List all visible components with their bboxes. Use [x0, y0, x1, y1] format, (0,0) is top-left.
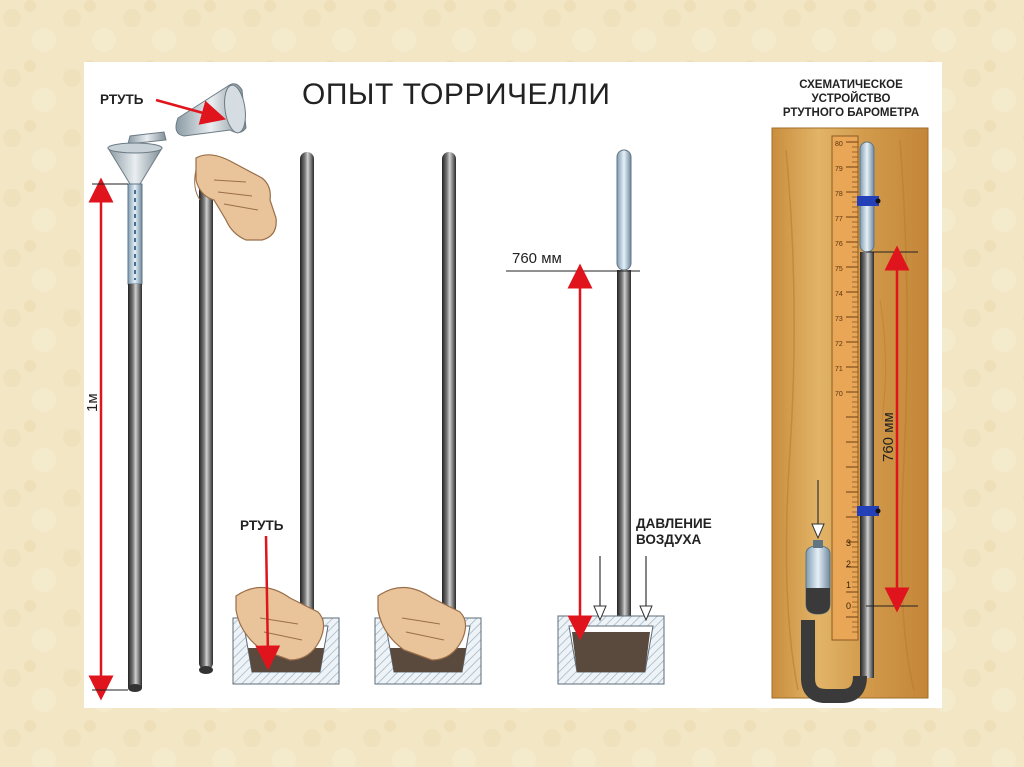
- barometer-height-label: 760 мм: [880, 412, 897, 462]
- air-pressure-line: ВОЗДУХА: [636, 532, 702, 547]
- tube-held: [199, 170, 213, 670]
- clamp-lower: [857, 506, 879, 516]
- scale-label-upper: 70: [835, 391, 843, 398]
- scale-label-upper: 79: [835, 166, 843, 173]
- hand-icon: [377, 586, 467, 661]
- page-title: ОПЫТ ТОРРИЧЕЛЛИ: [302, 78, 611, 111]
- mercury-column: [617, 270, 631, 662]
- air-pressure-label: ДАВЛЕНИЕ ВОЗДУХА: [636, 516, 712, 548]
- mercury-funnel-label: РТУТЬ: [100, 92, 144, 107]
- scale-label-upper: 76: [835, 241, 843, 248]
- scale-label-upper: 75: [835, 266, 843, 273]
- tube-length-label: 1м: [84, 393, 101, 412]
- scale-label-upper: 78: [835, 191, 843, 198]
- scale-label-upper: 73: [835, 316, 843, 323]
- scale-label-upper: 72: [835, 341, 843, 348]
- scale-label-lower: 2: [846, 559, 851, 569]
- barometer-title-line: РТУТНОГО БАРОМЕТРА: [782, 107, 920, 119]
- stage-2-hand-tube: [194, 154, 277, 674]
- stage-1-funnel-tube: [88, 83, 247, 701]
- stage-3-bowl-hand: [232, 152, 340, 685]
- air-pressure-arrows: [593, 556, 653, 622]
- stage-5-column: [506, 149, 665, 685]
- barometer-title-line: УСТРОЙСТВО: [811, 93, 891, 105]
- mercury-barometer: 80 79 78 77 76 75 74 73 72 71 70 3 2 1 0: [771, 127, 929, 703]
- scale-strip: [831, 135, 859, 641]
- hand-icon: [195, 154, 277, 241]
- stage-4-bowl-hand: [374, 152, 482, 685]
- scale-label-upper: 71: [835, 366, 843, 373]
- hand-icon: [235, 586, 325, 661]
- scale-label-lower: 0: [846, 601, 851, 611]
- scale-label-upper: 77: [835, 216, 843, 223]
- barometer-title: СХЕМАТИЧЕСКОЕ УСТРОЙСТВО РТУТНОГО БАРОМЕ…: [772, 78, 930, 120]
- column-height-label: 760 мм: [512, 250, 562, 267]
- clamp-upper: [857, 196, 879, 206]
- scale-label-lower: 1: [846, 580, 851, 590]
- mercury-bowl-arrow: [255, 535, 281, 671]
- barometer-title-line: СХЕМАТИЧЕСКОЕ: [799, 79, 903, 91]
- scale-label-upper: 80: [835, 141, 843, 148]
- scale-label-upper: 74: [835, 291, 843, 298]
- tube-filled-mercury: [128, 284, 142, 688]
- scale-label-lower: 3: [846, 538, 851, 548]
- air-pressure-line: ДАВЛЕНИЕ: [636, 516, 712, 531]
- vacuum-space: [616, 149, 632, 271]
- mercury-bowl-label: РТУТЬ: [240, 518, 284, 533]
- mercury-pointer-arrow: [155, 98, 227, 125]
